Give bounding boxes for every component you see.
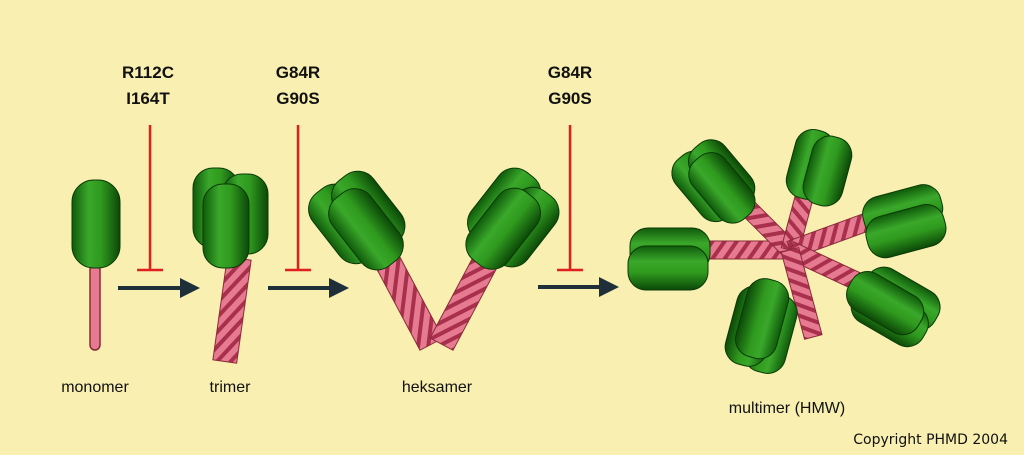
stage-label-trimer: trimer — [210, 379, 252, 396]
inhibition-marker-2 — [285, 125, 311, 272]
multimer-cluster-lower-right — [846, 266, 941, 348]
monomer-stalk — [89, 264, 101, 351]
mutation-label-2: G84R G90S — [276, 63, 320, 108]
heksamer-molecule — [308, 167, 560, 351]
stage-label-multimer: multimer (HMW) — [729, 400, 845, 417]
mutation-1-line-1: R112C — [122, 63, 174, 82]
multimer-molecule — [627, 129, 947, 374]
multimer-cluster-upper-left — [671, 139, 756, 224]
heksamer-globule-right-3 — [465, 187, 542, 270]
mutation-2-line-2: G90S — [276, 89, 319, 108]
multimer-cluster-top — [785, 129, 853, 207]
monomer-globule — [71, 179, 121, 269]
multimer-cluster-bottom — [724, 278, 798, 374]
copyright-notice: Copyright PHMD 2004 — [853, 432, 1008, 448]
trimer-stalk — [212, 256, 252, 364]
stage-label-monomer: monomer — [61, 379, 129, 396]
stage-label-heksamer: heksamer — [402, 379, 473, 396]
mutation-label-3: G84R G90S — [548, 63, 592, 108]
multimer-cluster-left — [627, 227, 711, 291]
inhibition-marker-1 — [137, 125, 163, 272]
mutation-3-line-2: G90S — [548, 89, 591, 108]
multimer-cluster-right — [862, 184, 947, 259]
mutation-2-line-1: G84R — [276, 63, 320, 82]
inhibition-marker-3 — [557, 125, 583, 272]
mutation-1-line-2: I164T — [126, 89, 170, 108]
mutation-3-line-1: G84R — [548, 63, 592, 82]
heksamer-globule-left-3 — [328, 188, 404, 271]
mutation-label-1: R112C I164T — [122, 63, 174, 108]
monomer-molecule — [71, 179, 121, 351]
trimer-globule-3 — [202, 183, 250, 269]
trimer-molecule — [192, 167, 269, 364]
